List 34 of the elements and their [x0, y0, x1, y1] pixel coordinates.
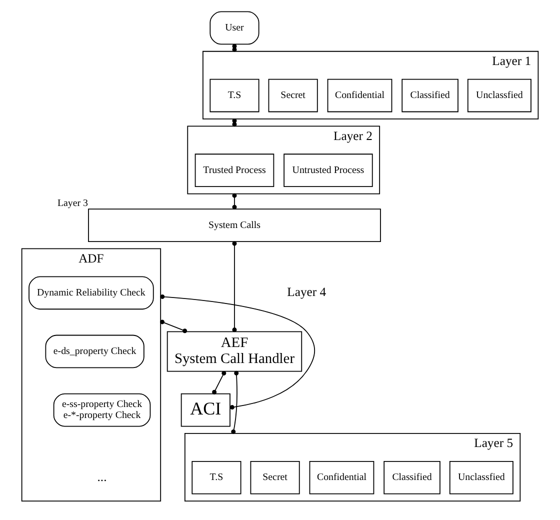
node-box: Secret	[268, 78, 318, 112]
node-label: Layer 2	[334, 128, 372, 143]
cluster	[184, 433, 521, 502]
node-label: Layer 1	[492, 54, 532, 68]
node-box: Unclassfied	[467, 78, 532, 112]
node-box: Classified	[384, 460, 440, 494]
node-label: Layer 5	[474, 436, 514, 450]
node-box: Dynamic Reliability Check	[28, 276, 154, 310]
node-box: Untrusted Process	[284, 154, 373, 187]
node-box: T.S	[192, 460, 242, 494]
node-box: Classified	[402, 78, 458, 112]
node-box: Unclassfied	[449, 460, 514, 494]
node-box: T.S	[210, 78, 260, 112]
node-box: ACI	[180, 393, 230, 427]
node-box: System Calls	[88, 208, 381, 242]
connector	[160, 320, 188, 334]
node-label: Layer 3	[57, 198, 88, 210]
node-box: Trusted Process	[194, 154, 274, 187]
node-box: e-ss-property Check e-*-property Check	[53, 393, 151, 427]
label: Layer 4	[287, 285, 326, 300]
connector	[212, 370, 226, 394]
label: ...	[97, 470, 107, 484]
node-box: Secret	[250, 460, 300, 494]
node-box: AEF System Call Handler	[166, 331, 302, 372]
node-box: User	[210, 11, 260, 45]
connector	[232, 193, 237, 210]
node-box: e-ds_property Check	[45, 334, 144, 368]
connector	[232, 241, 237, 332]
node-box: Confidential	[309, 460, 374, 494]
cluster	[187, 126, 380, 194]
node-box: Confidential	[327, 78, 392, 112]
cluster	[202, 50, 539, 120]
connector	[160, 294, 316, 410]
connector	[231, 370, 239, 434]
